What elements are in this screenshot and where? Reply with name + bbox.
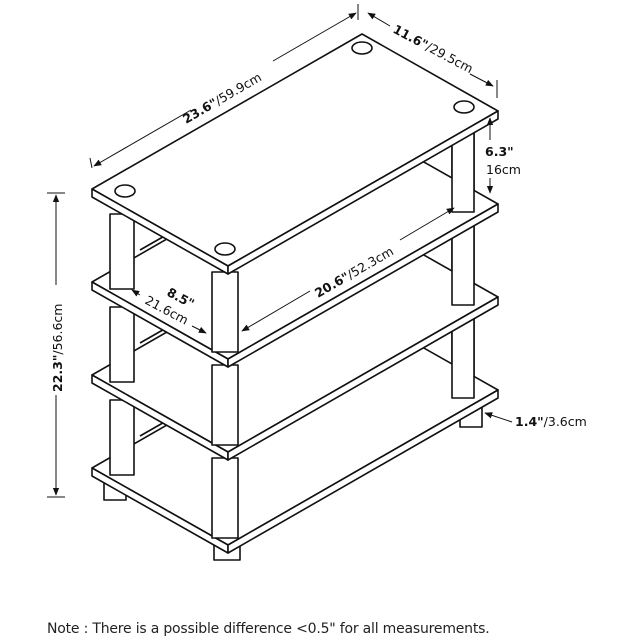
foot-height-label: 1.4"/3.6cm xyxy=(515,414,587,429)
shelf-tier-2 xyxy=(91,126,499,368)
leg-cap-hole xyxy=(453,100,475,114)
leg-front-2 xyxy=(211,364,239,446)
measurement-note: Note : There is a possible difference <0… xyxy=(47,621,490,637)
shelf-tier-1-top xyxy=(91,33,499,275)
tier-gap-cm: 16cm xyxy=(486,162,521,177)
leg-left-3 xyxy=(109,399,135,476)
height-label: 22.3"/56.6cm xyxy=(50,304,65,392)
leg-cap-hole xyxy=(114,184,136,198)
leg-cap-hole xyxy=(351,41,373,55)
leg-cap-hole xyxy=(214,242,236,256)
tier-gap-inches: 6.3" xyxy=(485,144,514,159)
shelf-tier-3 xyxy=(91,219,499,461)
leg-left-1 xyxy=(109,213,135,290)
leg-front-1 xyxy=(211,271,239,353)
leg-front-3 xyxy=(211,457,239,539)
leg-left-2 xyxy=(109,306,135,383)
dimension-lines xyxy=(47,4,513,498)
shelf-tier-4 xyxy=(91,312,499,561)
